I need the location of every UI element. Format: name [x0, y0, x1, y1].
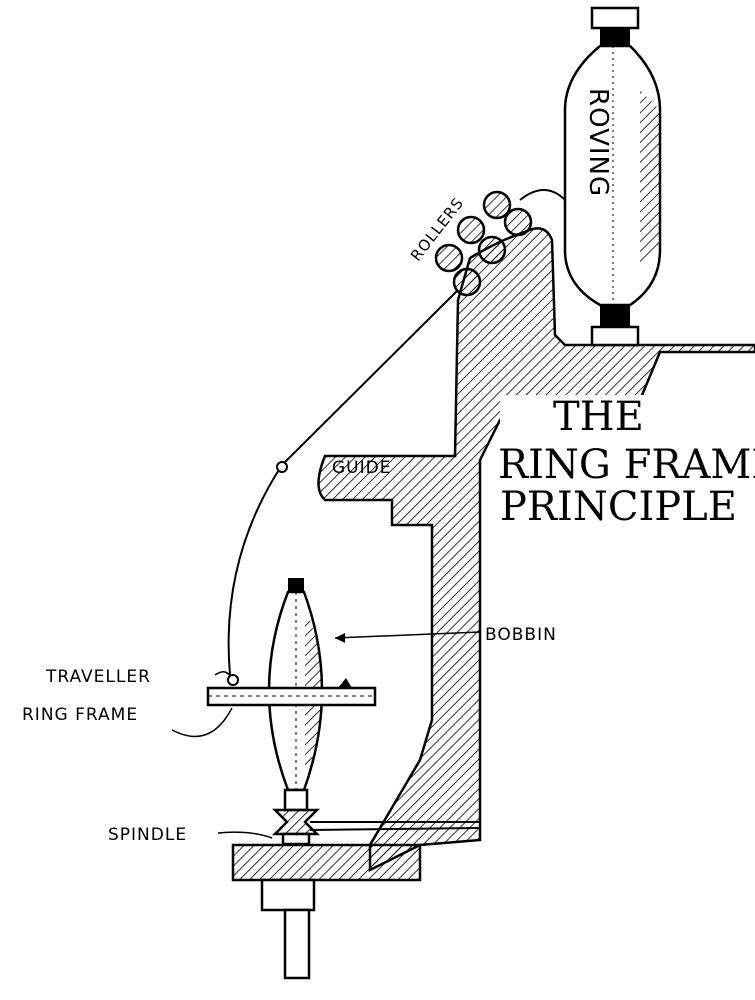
title-line-3: PRINCIPLE [500, 484, 737, 530]
title-line-1: THE [553, 394, 644, 440]
guide-eye [276, 461, 288, 473]
bobbin-arrow [334, 631, 481, 639]
roller [477, 235, 507, 265]
roving-strand [519, 189, 566, 201]
bobbin [267, 578, 324, 792]
yarn [227, 289, 459, 676]
roller [482, 190, 512, 220]
spindle-shaft [283, 908, 311, 980]
guide-label: GUIDE [332, 458, 391, 478]
spindle-arrow [217, 831, 273, 839]
roller [434, 243, 464, 273]
traveller-label: TRAVELLER [45, 667, 151, 687]
machine-frame [317, 227, 755, 873]
roving-label: ROVING [583, 88, 613, 197]
drafting-rollers [434, 190, 533, 297]
ring-frame-arrow [171, 707, 233, 738]
spindle-label: SPINDLE [108, 825, 187, 845]
spindle [231, 788, 481, 980]
ring [338, 678, 352, 688]
traveller [227, 674, 239, 686]
title-line-2: RING FRAME [498, 442, 755, 488]
roving-bobbin: ROVING [563, 6, 662, 347]
traveller-arrow [214, 671, 231, 677]
title-area [500, 395, 750, 530]
bobbin-label: BOBBIN [485, 625, 557, 645]
spindle-base [231, 843, 422, 882]
bobbin-arrowhead [335, 633, 345, 643]
roller [456, 215, 486, 245]
roller [452, 267, 482, 297]
roller [503, 207, 533, 237]
ring-frame-label: RING FRAME [22, 705, 138, 725]
